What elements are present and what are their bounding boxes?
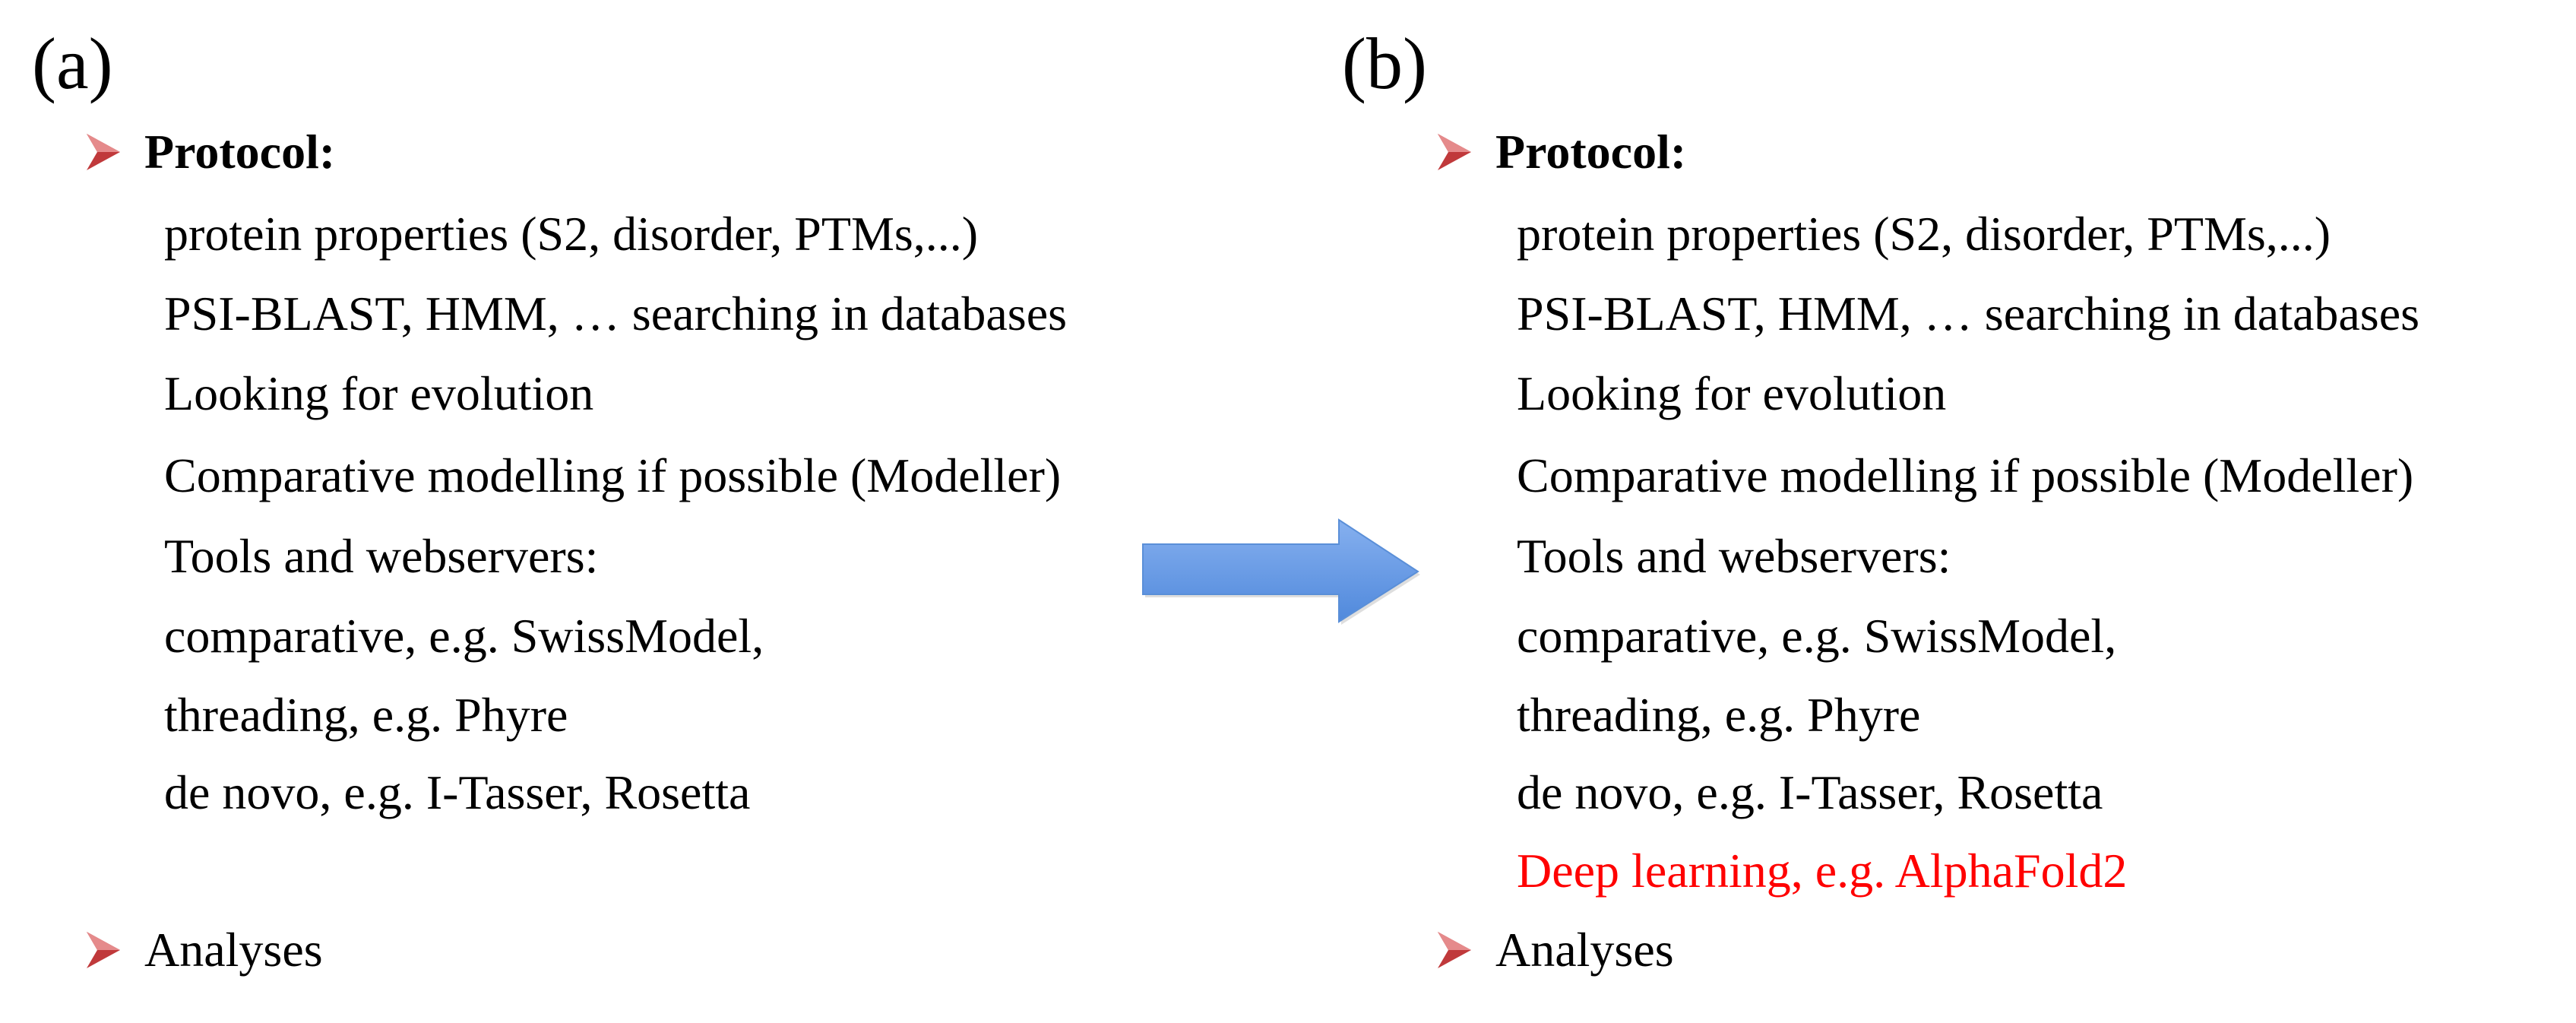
list-item: PSI-BLAST, HMM, … searching in databases — [1517, 287, 2419, 340]
panel-a-analyses-heading: Analyses — [85, 926, 323, 974]
list-item: Looking for evolution — [1517, 366, 1947, 420]
list-item: Comparative modelling if possible (Model… — [164, 448, 1062, 502]
list-item: threading, e.g. Phyre — [164, 688, 568, 742]
red-arrowhead-bullet-icon — [1438, 134, 1471, 170]
list-item: protein properties (S2, disorder, PTMs,.… — [1517, 207, 2331, 261]
blue-right-arrow-icon — [1142, 518, 1420, 625]
list-item: de novo, e.g. I-Tasser, Rosetta — [1517, 765, 2103, 819]
panel-b-protocol-heading: Protocol: — [1436, 128, 1686, 176]
section-heading: Protocol: — [144, 125, 336, 179]
list-item: Comparative modelling if possible (Model… — [1517, 448, 2414, 502]
list-item: threading, e.g. Phyre — [1517, 688, 1921, 742]
list-item: Looking for evolution — [164, 366, 594, 420]
list-item: comparative, e.g. SwissModel, — [164, 609, 764, 663]
panel-a-protocol-heading: Protocol: — [85, 128, 335, 176]
section-heading: Protocol: — [1495, 125, 1687, 179]
red-arrowhead-bullet-icon — [1438, 932, 1471, 968]
list-item: PSI-BLAST, HMM, … searching in databases — [164, 287, 1067, 340]
section-heading: Analyses — [144, 923, 323, 977]
red-arrowhead-bullet-icon — [87, 932, 120, 968]
highlighted-list-item: Deep learning, e.g. AlphaFold2 — [1517, 844, 2128, 898]
panel-a-label: (a) — [32, 23, 113, 104]
panel-b-label: (b) — [1342, 23, 1427, 104]
red-arrowhead-bullet-icon — [87, 134, 120, 170]
list-item: comparative, e.g. SwissModel, — [1517, 609, 2117, 663]
list-item: protein properties (S2, disorder, PTMs,.… — [164, 207, 979, 261]
list-item: de novo, e.g. I-Tasser, Rosetta — [164, 765, 751, 819]
list-item: Tools and webservers: — [1517, 529, 1951, 583]
section-heading: Analyses — [1495, 923, 1674, 977]
panel-b-analyses-heading: Analyses — [1436, 926, 1674, 974]
list-item: Tools and webservers: — [164, 529, 599, 583]
